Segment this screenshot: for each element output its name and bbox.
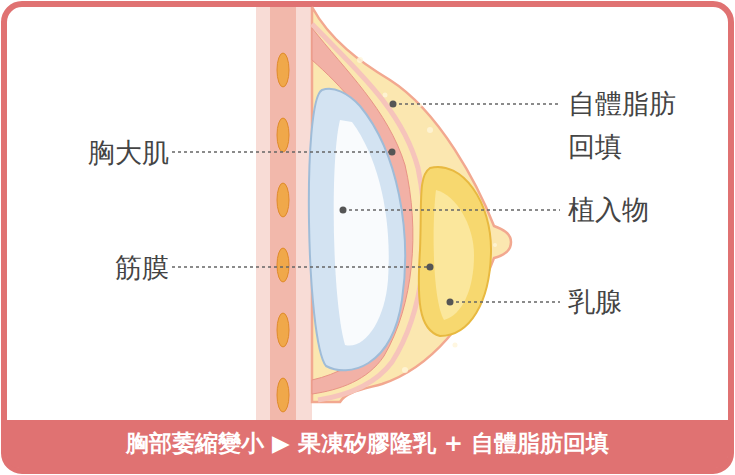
implant [309,89,405,370]
ribs [277,53,289,412]
caption-band [7,420,728,468]
caption: 胸部萎縮變小 ▶ 果凍矽膠隆乳 + 自體脂肪回填 [0,426,735,460]
rib-band [270,7,296,420]
mammary-gland [419,167,491,336]
frame [4,4,731,471]
part-label: 植入物 [568,188,649,231]
part-label: 胸大肌 [88,131,169,174]
part-label: 乳腺 [568,280,622,323]
part-label: 自體脂肪 回填 [568,82,692,168]
leader-dots [340,101,454,306]
part-label: 筋膜 [115,246,169,289]
leader-lines [172,104,560,302]
implant-highlight [334,120,389,346]
chest-wall [256,7,312,420]
